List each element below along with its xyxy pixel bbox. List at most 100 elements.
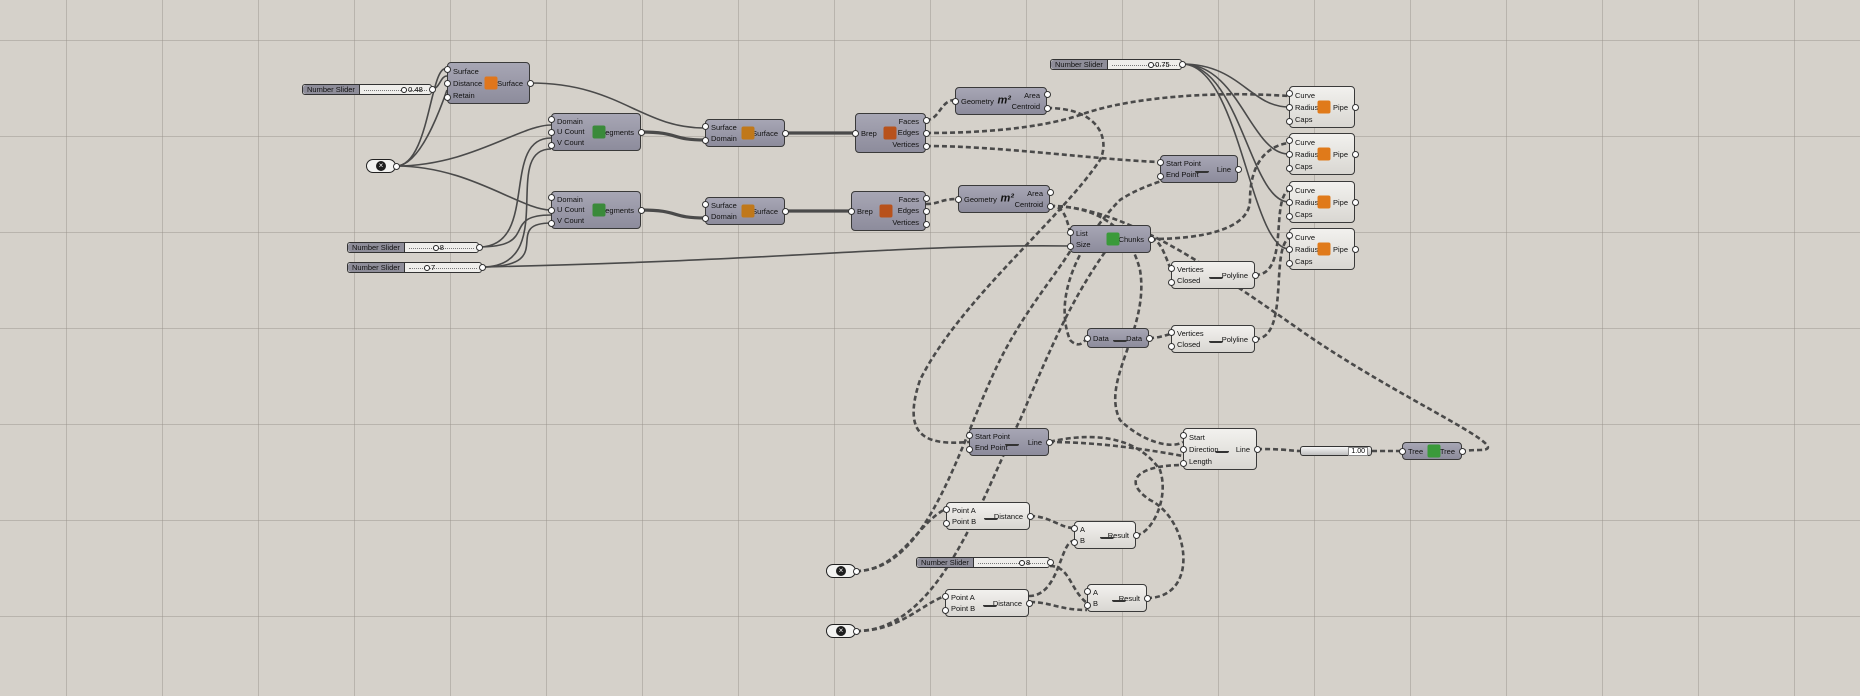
- slider-track[interactable]: 0.75: [1108, 60, 1181, 69]
- input-geometry[interactable]: Geometry: [964, 194, 997, 204]
- output-grip[interactable]: [923, 208, 930, 215]
- input-start-point[interactable]: Start Point: [1166, 159, 1202, 168]
- pt-param1[interactable]: ×: [826, 564, 856, 578]
- input-grip[interactable]: [1180, 446, 1187, 453]
- input-grip[interactable]: [1286, 185, 1293, 192]
- output-grip[interactable]: [1027, 513, 1034, 520]
- input-size[interactable]: Size: [1076, 240, 1091, 249]
- input-grip[interactable]: [548, 129, 555, 136]
- output-chunks[interactable]: Chunks: [1118, 234, 1144, 244]
- input-grip[interactable]: [548, 116, 555, 124]
- input-domain[interactable]: Domain: [557, 194, 583, 204]
- output-data[interactable]: Data: [1126, 333, 1142, 343]
- input-grip[interactable]: [702, 201, 709, 208]
- input-grip[interactable]: [702, 215, 709, 222]
- output-grip[interactable]: [1044, 105, 1051, 112]
- output-segments[interactable]: Segments: [600, 205, 634, 215]
- output-tree[interactable]: Tree: [1439, 446, 1455, 456]
- input-grip[interactable]: [1286, 90, 1293, 97]
- input-grip[interactable]: [1180, 432, 1187, 439]
- input-grip[interactable]: [1286, 260, 1293, 267]
- output-grip[interactable]: [1144, 595, 1151, 602]
- output-grip[interactable]: [923, 130, 930, 137]
- slider-knob[interactable]: [1018, 560, 1025, 566]
- input-grip[interactable]: [966, 432, 973, 439]
- input-grip[interactable]: [1286, 246, 1293, 253]
- input-caps[interactable]: Caps: [1295, 209, 1313, 219]
- output-grip[interactable]: [923, 143, 930, 151]
- input-v-count[interactable]: V Count: [557, 216, 585, 226]
- input-point-b[interactable]: Point B: [952, 517, 977, 526]
- input-radius[interactable]: Radius: [1295, 149, 1319, 159]
- output-surface[interactable]: Surface: [752, 128, 778, 138]
- input-grip[interactable]: [702, 123, 709, 130]
- output-grip[interactable]: [923, 116, 930, 124]
- input-grip[interactable]: [548, 194, 555, 202]
- slider-knob[interactable]: [432, 245, 439, 251]
- input-curve[interactable]: Curve: [1295, 232, 1316, 242]
- input-closed[interactable]: Closed: [1177, 276, 1201, 285]
- output-grip[interactable]: [1146, 335, 1153, 342]
- input-grip[interactable]: [1286, 199, 1293, 206]
- output-centroid[interactable]: Centroid: [1014, 200, 1043, 209]
- input-grip[interactable]: [1286, 213, 1293, 220]
- output-grip[interactable]: [782, 208, 789, 215]
- output-faces[interactable]: Faces: [898, 195, 919, 205]
- input-grip[interactable]: [548, 207, 555, 214]
- pt-param2[interactable]: ×: [826, 624, 856, 638]
- pl-param[interactable]: ×: [366, 159, 396, 173]
- output-grip[interactable]: [429, 86, 436, 93]
- output-grip[interactable]: [638, 129, 645, 136]
- output-result[interactable]: Result: [1118, 593, 1140, 603]
- input-direction[interactable]: Direction: [1189, 444, 1219, 454]
- input-grip[interactable]: [943, 506, 950, 513]
- input-domain[interactable]: Domain: [711, 212, 737, 221]
- output-edges[interactable]: Edges: [897, 128, 919, 138]
- input-point-a[interactable]: Point A: [952, 506, 976, 515]
- input-grip[interactable]: [1286, 232, 1293, 239]
- input-grip[interactable]: [1084, 588, 1091, 595]
- output-polyline[interactable]: Polyline: [1221, 270, 1248, 280]
- input-start-point[interactable]: Start Point: [975, 432, 1011, 441]
- output-grip[interactable]: [1044, 91, 1051, 98]
- input-grip[interactable]: [1286, 165, 1293, 172]
- input-grip[interactable]: [955, 196, 962, 203]
- output-grip[interactable]: [1254, 446, 1261, 453]
- input-grip[interactable]: [702, 137, 709, 144]
- input-grip[interactable]: [852, 130, 859, 137]
- input-grip[interactable]: [1168, 265, 1175, 272]
- output-grip[interactable]: [1047, 189, 1054, 196]
- output-grip[interactable]: [1252, 336, 1259, 343]
- input-retain[interactable]: Retain: [453, 90, 475, 100]
- slider-track[interactable]: 8: [974, 558, 1049, 567]
- output-pipe[interactable]: Pipe: [1332, 244, 1348, 254]
- output-pipe[interactable]: Pipe: [1332, 102, 1348, 112]
- output-grip[interactable]: [853, 568, 860, 575]
- input-grip[interactable]: [1084, 602, 1091, 609]
- input-curve[interactable]: Curve: [1295, 90, 1316, 100]
- input-grip[interactable]: [548, 219, 555, 227]
- input-start[interactable]: Start: [1189, 432, 1205, 442]
- output-vertices[interactable]: Vertices: [892, 139, 919, 149]
- input-curve[interactable]: Curve: [1295, 137, 1316, 147]
- input-geometry[interactable]: Geometry: [961, 96, 994, 106]
- input-vertices[interactable]: Vertices: [1177, 329, 1204, 338]
- input-curve[interactable]: Curve: [1295, 185, 1316, 195]
- input-end-point[interactable]: End Point: [1166, 170, 1199, 179]
- output-grip[interactable]: [527, 80, 534, 87]
